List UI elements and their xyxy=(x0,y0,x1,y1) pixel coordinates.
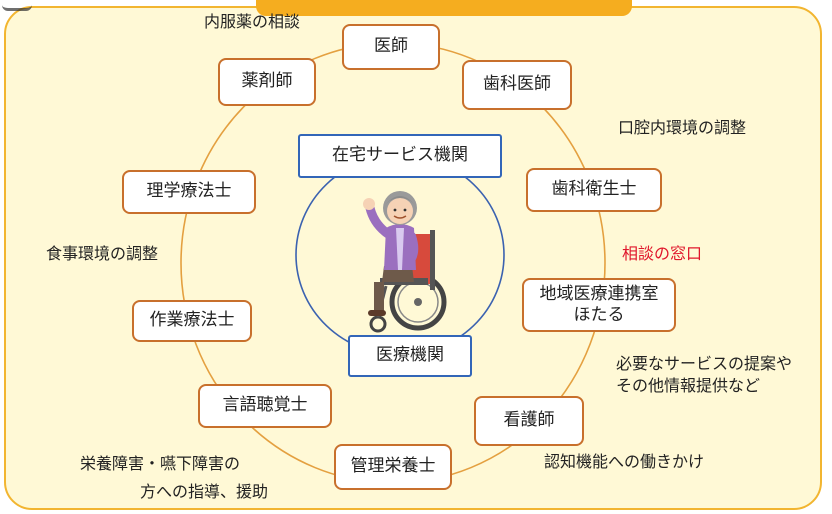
medical-institution-box: 医療機関 xyxy=(348,335,472,377)
pharmacist-box: 薬剤師 xyxy=(218,58,316,106)
occupational-therapist-box: 作業療法士 xyxy=(132,300,252,342)
note-nutrition-2: 方への指導、援助 xyxy=(140,482,269,501)
speech-therapist-box: 言語聴覚士 xyxy=(198,384,332,428)
dietitian-box: 管理栄養士 xyxy=(334,444,452,490)
note-eating-environment: 食事環境の調整 xyxy=(46,244,159,263)
note-medication: 内服薬の相談 xyxy=(204,12,301,31)
note-nutrition-1: 栄養障害・嚥下障害の xyxy=(80,454,241,473)
note-consultation-window: 相談の窓口 xyxy=(622,244,703,263)
corner-mark xyxy=(2,0,32,11)
doctor-box: 医師 xyxy=(342,24,440,70)
hotaru-line-2: ほたる xyxy=(573,305,625,325)
note-oral-environment: 口腔内環境の調整 xyxy=(618,118,747,137)
title-tab xyxy=(256,0,632,16)
nurse-box: 看護師 xyxy=(474,396,584,446)
hotaru-box: 地域医療連携室 ほたる xyxy=(522,278,676,332)
elderly-person-in-wheelchair-icon xyxy=(363,191,447,333)
dental-hygienist-box: 歯科衛生士 xyxy=(526,168,662,212)
note-service-proposal-1: 必要なサービスの提案や xyxy=(616,354,793,373)
note-cognitive: 認知機能への働きかけ xyxy=(544,452,705,471)
home-service-box: 在宅サービス機関 xyxy=(298,134,502,178)
dentist-box: 歯科医師 xyxy=(462,60,572,110)
note-service-proposal-2: その他情報提供など xyxy=(616,376,761,395)
physical-therapist-box: 理学療法士 xyxy=(122,170,256,214)
hotaru-line-1: 地域医療連携室 xyxy=(539,283,659,304)
